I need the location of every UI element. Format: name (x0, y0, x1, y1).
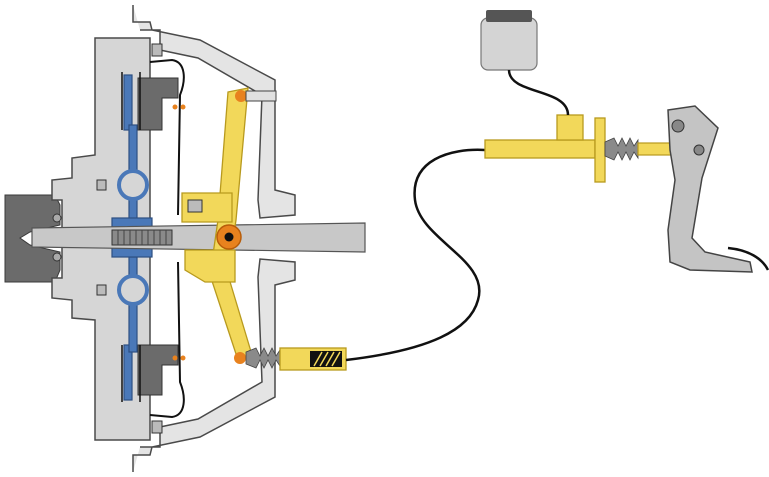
bolt-icon (151, 43, 163, 57)
master-boot (604, 137, 639, 161)
rivet-icon (180, 355, 186, 361)
input-shaft (31, 222, 366, 253)
pressure-plate-upper (137, 77, 179, 131)
clutch-cover (132, 5, 296, 219)
pedal-pushrod-pin-icon (693, 144, 705, 156)
rivet-icon (180, 104, 186, 110)
rivet-icon (172, 355, 178, 361)
fluid-reservoir (480, 17, 538, 71)
hydraulic-line (345, 148, 486, 362)
fork-pivot-center (224, 232, 234, 242)
diaphragm-spring-lower (149, 261, 185, 419)
pilot-bearing-icon (52, 252, 62, 262)
fork-top-stud (245, 90, 277, 102)
bearing-race (187, 199, 203, 213)
clutch-pedal (667, 105, 753, 273)
master-cylinder (484, 139, 596, 159)
pressure-plate-lower (137, 344, 179, 396)
release-fork (209, 87, 253, 361)
rivet-icon (172, 104, 178, 110)
pedal-pivot-icon (671, 119, 685, 133)
release-bearing-lower (184, 249, 236, 283)
slave-hatch (313, 351, 341, 367)
slave-pushrod-ball-icon (234, 352, 246, 364)
clutch-disc (111, 74, 153, 401)
bolt-icon (151, 420, 163, 434)
reservoir-hose (507, 69, 570, 116)
pedal-return-line (727, 246, 769, 271)
fork-top-ball-icon (235, 90, 247, 102)
reservoir-cap (486, 10, 532, 22)
master-cylinder-port (556, 114, 584, 141)
pilot-bearing-icon (52, 213, 62, 223)
engine-crank-block (4, 194, 61, 283)
spline-teeth (117, 230, 167, 245)
bolt-icon (96, 179, 107, 191)
master-cylinder-flange (594, 117, 606, 183)
bolt-icon (96, 284, 107, 296)
diaphragm-spring-upper (149, 58, 185, 216)
